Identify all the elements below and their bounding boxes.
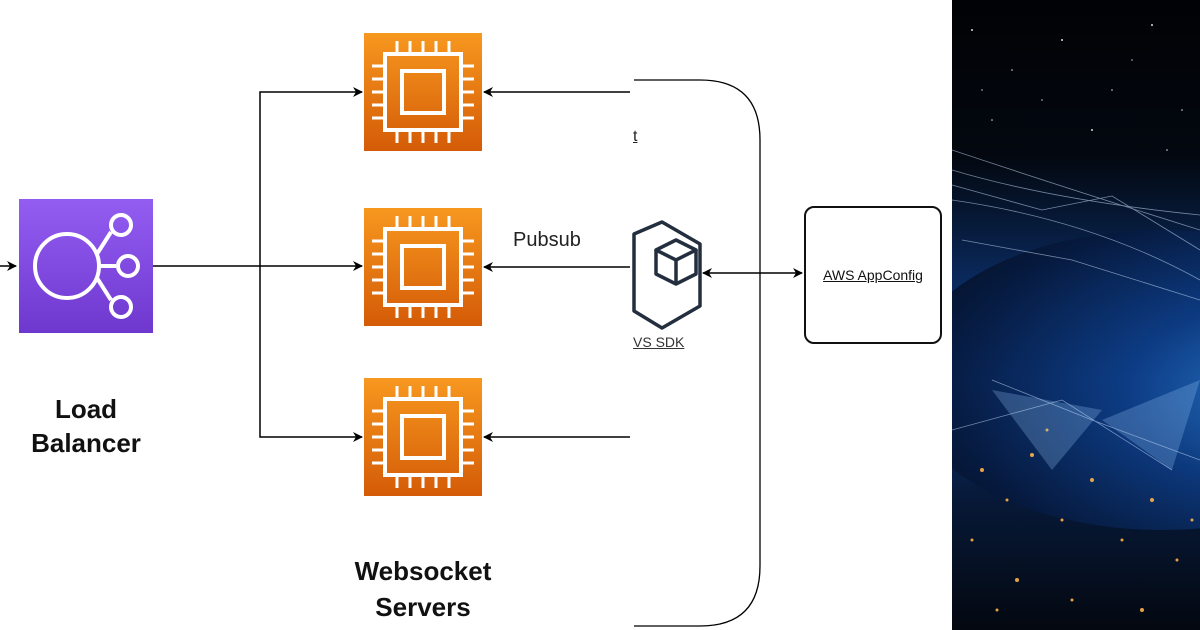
websocket-server-1-icon [364,33,482,151]
websocket-servers-label-line1: Websocket [354,556,492,586]
websocket-server-2-icon [364,208,482,326]
lb-to-servers-connectors [153,87,363,442]
appconfig-box: AWS AppConfig [804,206,942,344]
sdk-link-label[interactable]: VS SDK [633,334,685,350]
websocket-server-3-icon [364,378,482,496]
truncated-link-label[interactable]: t [633,128,638,145]
load-balancer-label: Load Balancer [0,392,172,460]
websocket-servers-label-line2: Servers [375,592,471,622]
architecture-diagram [0,33,803,627]
pubsub-label: Pubsub [513,229,581,251]
load-balancer-icon [19,199,153,333]
space-background-image [952,0,1200,630]
load-balancer-label-line1: Load [54,394,118,424]
load-balancer-label-line2: Balancer [31,428,141,458]
websocket-servers-label: Websocket Servers [318,553,528,625]
sdk-cube-icon [632,220,702,330]
pubsub-to-servers-connectors [483,87,630,442]
grouping-bracket [634,79,761,627]
appconfig-link[interactable]: AWS AppConfig [823,267,923,283]
